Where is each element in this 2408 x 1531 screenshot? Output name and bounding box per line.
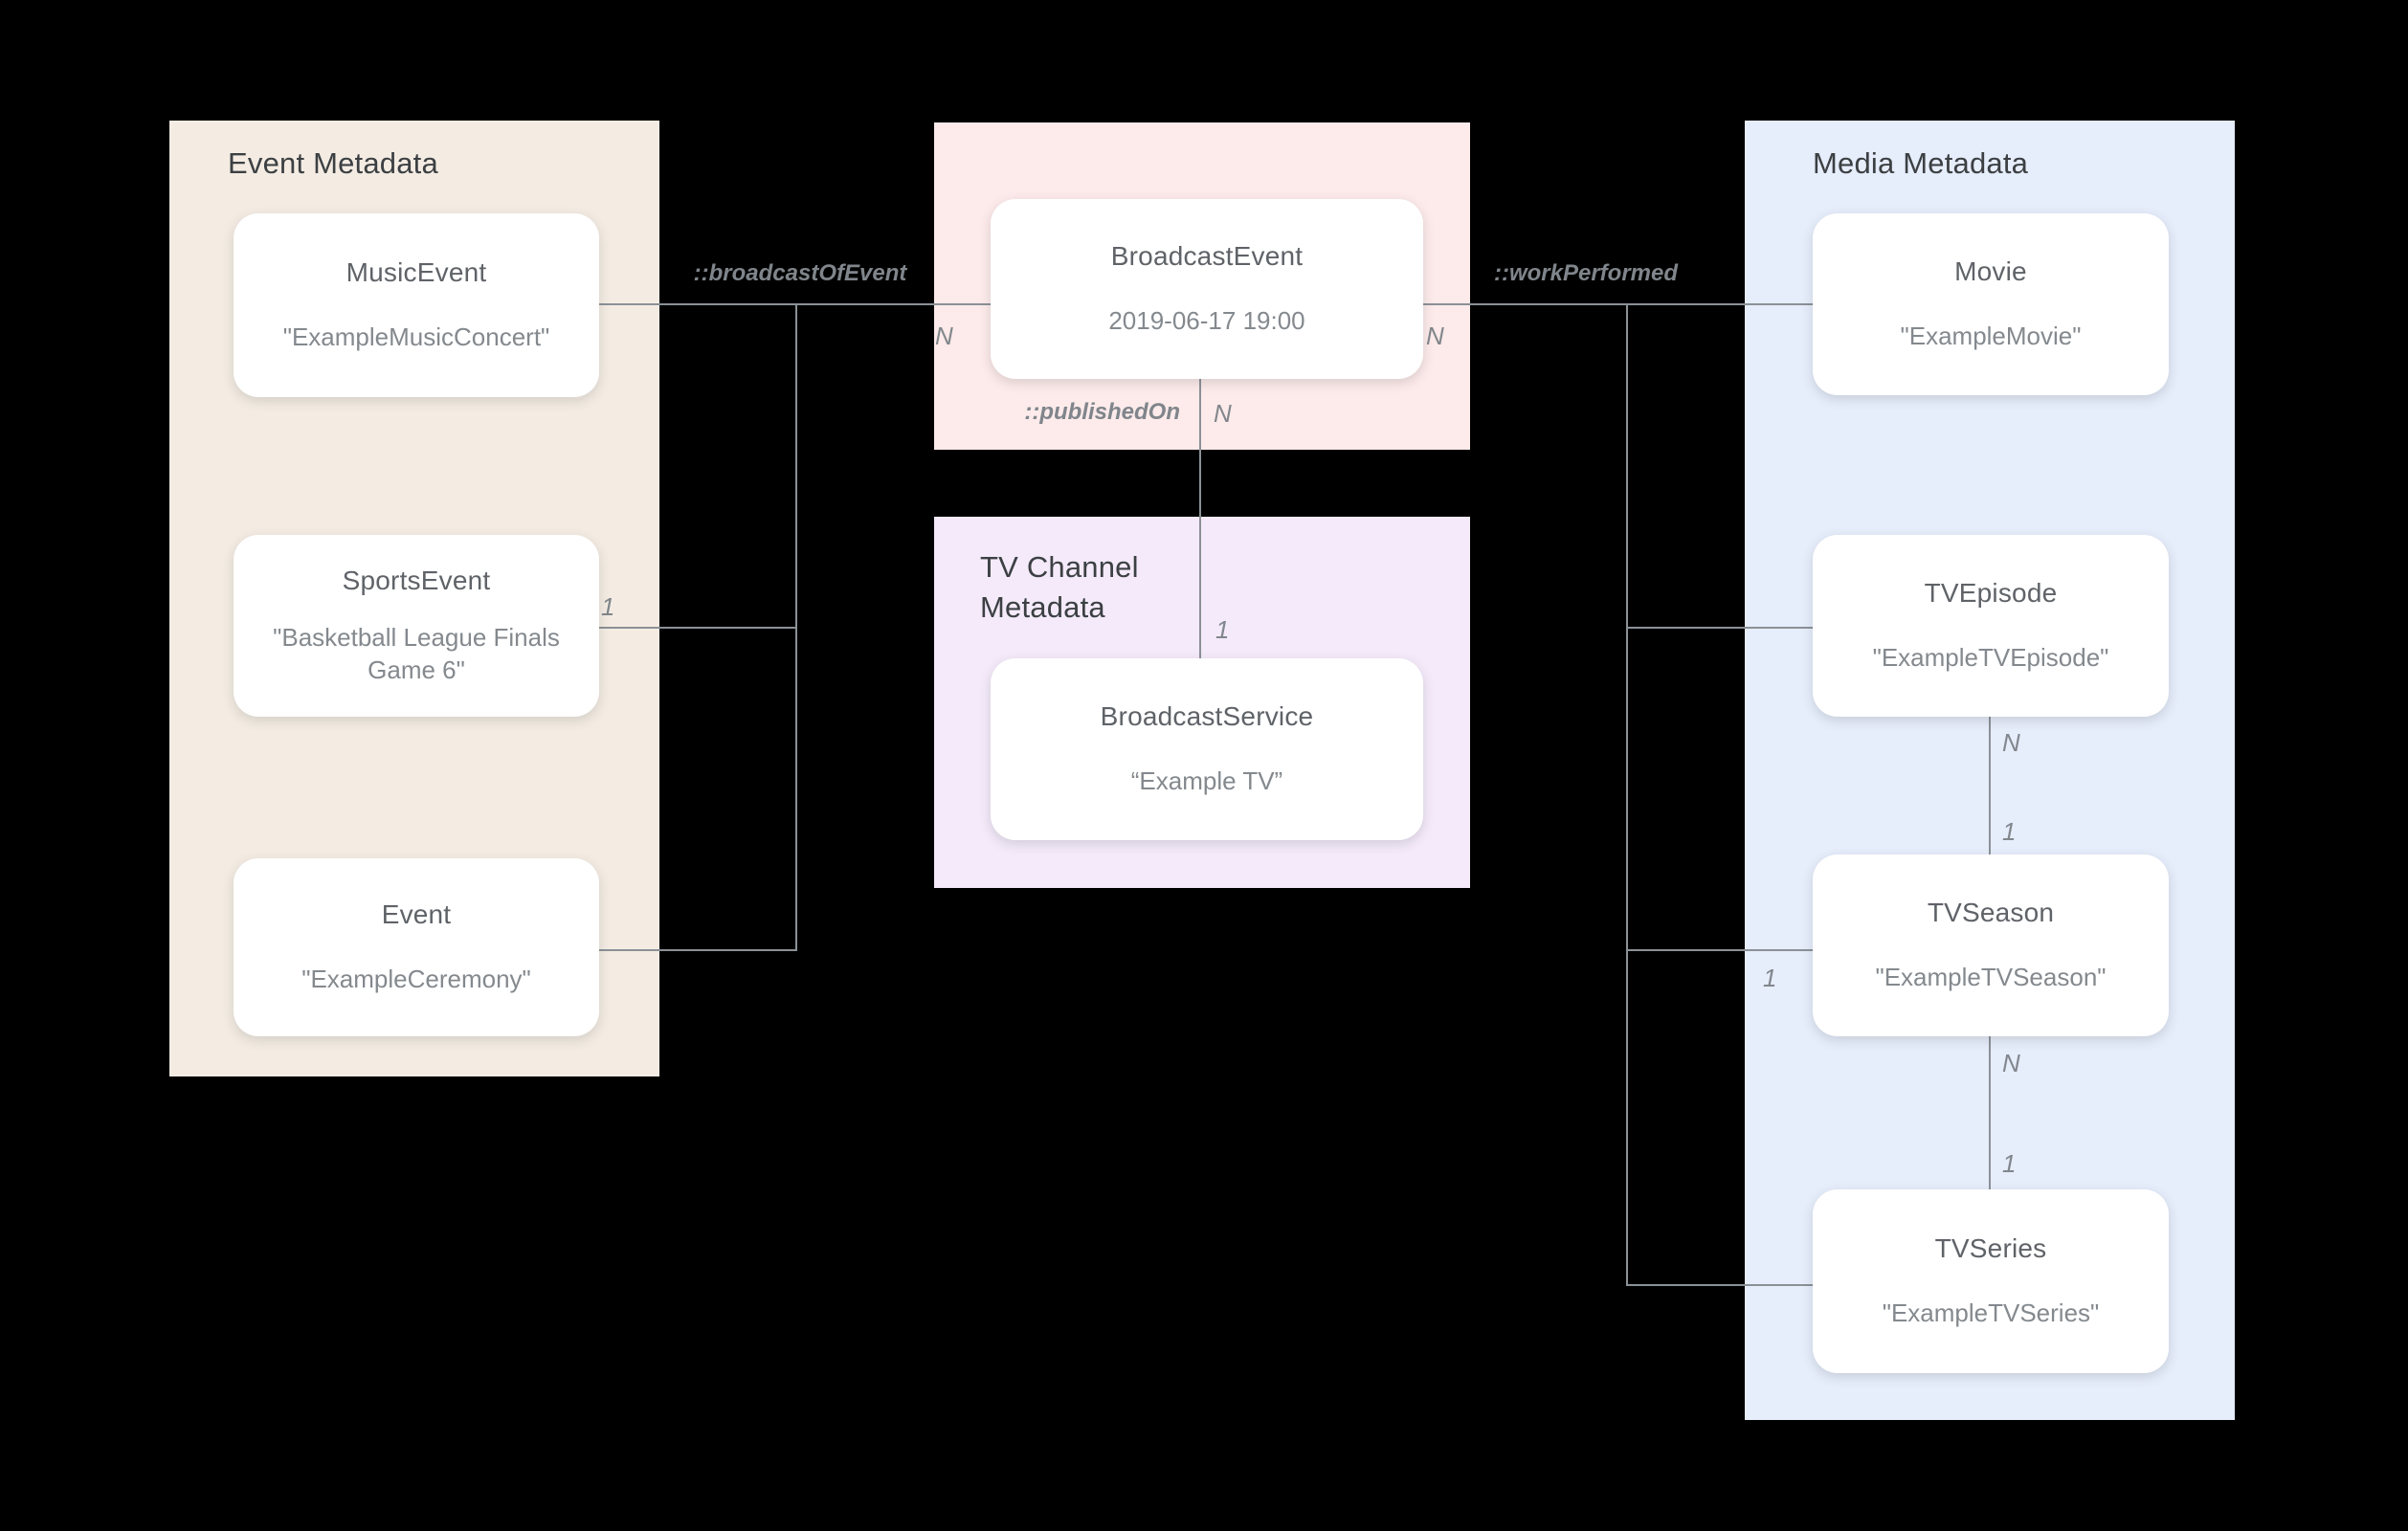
connector-trunk-tvseason: [1626, 949, 1813, 951]
node-tvepisode-value: "ExampleTVEpisode": [1872, 643, 2109, 672]
node-sportsevent-name: SportsEvent: [342, 566, 491, 595]
cardinality-1-season-series: 1: [2002, 1149, 2017, 1178]
node-broadcastevent-name: BroadcastEvent: [1110, 241, 1304, 271]
cardinality-1-episode-season: 1: [2002, 817, 2017, 846]
cardinality-n-broadcastofevent: N: [935, 322, 953, 350]
tv-channel-metadata-title: TV Channel Metadata: [980, 550, 1139, 624]
node-tvepisode-name: TVEpisode: [1924, 578, 2058, 608]
connector-event-trunk: [599, 949, 797, 951]
label-workperformed: ::workPerformed: [1493, 260, 1679, 286]
cardinality-1-sportsevent: 1: [601, 592, 615, 621]
node-movie-name: Movie: [1954, 256, 2027, 286]
node-tvseries-name: TVSeries: [1934, 1233, 2047, 1263]
connector-tvseason-tvseries: [1989, 1036, 1991, 1189]
label-broadcastofevent: ::broadcastOfEvent: [693, 260, 907, 286]
node-tvseries-value: "ExampleTVSeries": [1882, 1298, 2100, 1327]
node-tvseason: TVSeason "ExampleTVSeason": [1813, 854, 2169, 1036]
trunk-left-events: [795, 303, 797, 951]
cardinality-1-tvseason-link: 1: [1763, 964, 1777, 992]
connector-broadcastevent-broadcastservice: [1199, 378, 1201, 658]
label-publishedon: ::publishedOn: [1024, 399, 1180, 425]
event-metadata-title: Event Metadata: [228, 146, 438, 180]
cardinality-n-workperformed: N: [1426, 322, 1444, 350]
node-musicevent-value: "ExampleMusicConcert": [282, 322, 550, 351]
connector-trunk-tvepisode: [1626, 627, 1813, 629]
node-musicevent: MusicEvent "ExampleMusicConcert": [234, 213, 599, 397]
node-broadcastservice-name: BroadcastService: [1100, 701, 1314, 731]
connector-broadcastevent-movie: [1423, 303, 1813, 305]
connector-tvepisode-tvseason: [1989, 717, 1991, 854]
node-broadcastservice-value: “Example TV”: [1130, 766, 1283, 795]
node-event-name: Event: [381, 899, 452, 929]
node-movie: Movie "ExampleMovie": [1813, 213, 2169, 395]
connector-trunk-tvseries: [1626, 1284, 1813, 1286]
node-sportsevent: SportsEvent "Basketball League Finals Ga…: [234, 535, 599, 717]
connector-sportsevent-trunk: [599, 627, 797, 629]
node-broadcastservice: BroadcastService “Example TV”: [991, 658, 1423, 840]
node-movie-value: "ExampleMovie": [1900, 322, 2082, 350]
trunk-right-media: [1626, 303, 1628, 1286]
node-broadcastevent: BroadcastEvent 2019-06-17 19:00: [991, 199, 1423, 379]
cardinality-1-publishedon: 1: [1215, 615, 1230, 644]
node-tvepisode: TVEpisode "ExampleTVEpisode": [1813, 535, 2169, 717]
cardinality-n-publishedon: N: [1214, 399, 1232, 428]
node-tvseason-value: "ExampleTVSeason": [1875, 963, 2107, 991]
node-event-value: "ExampleCeremony": [301, 965, 531, 993]
node-musicevent-name: MusicEvent: [346, 257, 487, 287]
cardinality-n-episode-season: N: [2002, 728, 2020, 757]
node-tvseries: TVSeries "ExampleTVSeries": [1813, 1189, 2169, 1373]
node-tvseason-name: TVSeason: [1927, 898, 2055, 927]
cardinality-n-season-series: N: [2002, 1049, 2020, 1077]
node-broadcastevent-value: 2019-06-17 19:00: [1108, 306, 1305, 335]
node-sportsevent-value: "Basketball League Finals Game 6": [273, 623, 560, 684]
connector-musicevent-broadcastevent: [599, 303, 991, 305]
media-metadata-title: Media Metadata: [1813, 146, 2029, 180]
node-event: Event "ExampleCeremony": [234, 858, 599, 1036]
